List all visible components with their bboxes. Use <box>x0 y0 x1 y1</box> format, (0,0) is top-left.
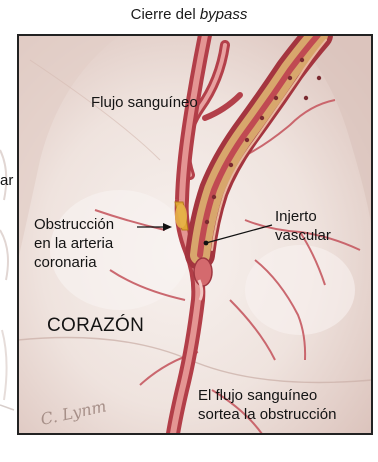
graft-junction <box>194 258 212 286</box>
heart-label: CORAZÓN <box>47 316 144 335</box>
bypass-flow-line-2: sortea la obstrucción <box>198 405 336 424</box>
graft-label: Injerto vascular <box>275 207 331 245</box>
obstruction-line-3: coronaria <box>34 253 114 272</box>
obstruction-label: Obstrucción en la arteria coronaria <box>34 215 114 272</box>
edge-fragment-label: ar <box>0 171 13 190</box>
graft-line-1: Injerto <box>275 207 331 226</box>
obstruction-line-2: en la arteria <box>34 234 114 253</box>
bypass-flow-line-1: El flujo sanguíneo <box>198 386 336 405</box>
bypass-flow-label: El flujo sanguíneo sortea la obstrucción <box>198 386 336 424</box>
obstruction-line-1: Obstrucción <box>34 215 114 234</box>
blood-flow-label: Flujo sanguíneo <box>91 93 198 112</box>
graft-line-2: vascular <box>275 226 331 245</box>
